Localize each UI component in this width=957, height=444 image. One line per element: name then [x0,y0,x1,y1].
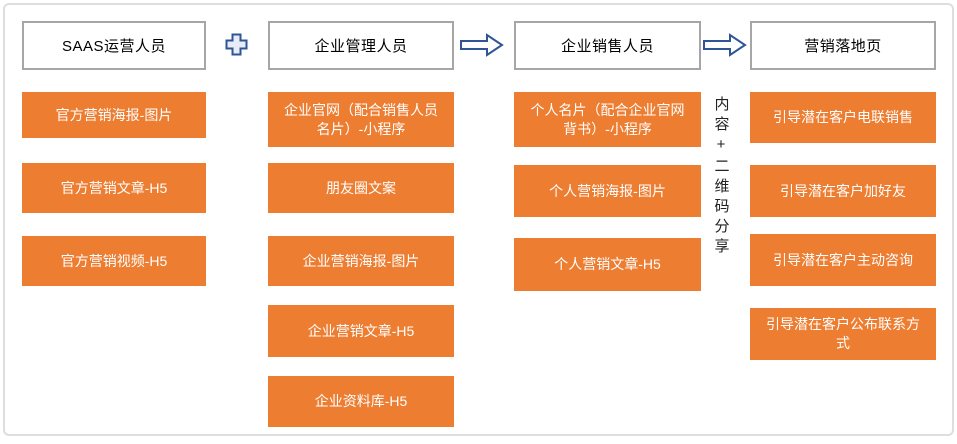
item-box: 个人营销海报-图片 [514,165,701,217]
diagram-frame [3,3,954,436]
header-enterprise-managers: 企业管理人员 [268,21,454,70]
vertical-share-label: 内容+二维码分享 [712,96,730,258]
item-box: 官方营销文章-H5 [22,163,206,213]
item-box: 企业官网（配合销售人员名片）-小程序 [268,92,454,147]
item-box: 官方营销视频-H5 [22,236,206,286]
item-box: 企业营销海报-图片 [268,236,454,286]
arrow-right-icon [460,33,504,57]
item-box: 引导潜在客户公布联系方式 [750,308,936,360]
item-box: 引导潜在客户电联销售 [750,92,936,143]
item-box: 朋友圈文案 [268,163,454,213]
item-box: 个人名片（配合企业官网背书）-小程序 [514,92,701,147]
header-enterprise-sales: 企业销售人员 [514,21,701,70]
item-box: 个人营销文章-H5 [514,238,701,291]
item-box: 引导潜在客户主动咨询 [750,234,936,286]
plus-icon [225,33,248,56]
header-landing-pages: 营销落地页 [750,21,936,70]
arrow-right-icon [703,33,747,57]
header-saas-operators: SAAS运营人员 [22,21,206,70]
item-box: 企业营销文章-H5 [268,305,454,357]
item-box: 官方营销海报-图片 [22,92,206,138]
item-box: 企业资料库-H5 [268,376,454,427]
item-box: 引导潜在客户加好友 [750,165,936,217]
